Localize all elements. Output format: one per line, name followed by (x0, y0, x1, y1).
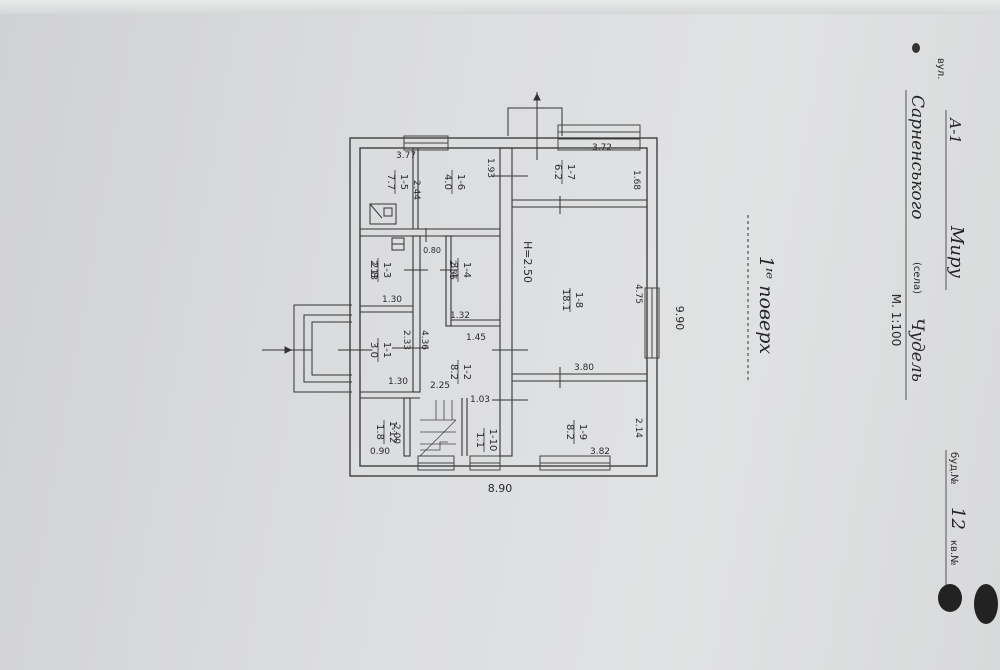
room-number: 1-1 (381, 342, 392, 358)
room-dimension: 0.90 (370, 447, 390, 457)
room-dimension: 4.36 (419, 330, 429, 350)
room-number: 1-8 (573, 292, 584, 308)
room-area: 4.0 (442, 174, 453, 190)
room-dimension: 4.75 (633, 284, 643, 304)
house-number: 12 (947, 507, 968, 530)
room-area: 8.2 (564, 424, 575, 440)
room-number: 1-6 (455, 174, 466, 190)
village-type: (села) (911, 262, 922, 294)
letter-mark: А-1 (946, 117, 964, 144)
room-area: 8.2 (448, 364, 459, 380)
room-dimension: 1.32 (450, 311, 470, 321)
apartment-label: кв.№ (948, 540, 959, 566)
scale-label: М. 1:100 (889, 294, 903, 347)
room-dimension: 2.13 (368, 260, 378, 280)
room-area: 6.2 (552, 164, 563, 180)
settlement-name: Чудель (907, 318, 927, 382)
room-number: 1-5 (398, 174, 409, 190)
village-name: Сарненського (907, 95, 927, 219)
room-number: 1-9 (577, 424, 588, 440)
interior-walls (360, 147, 647, 457)
room-area: 3.4 (448, 262, 459, 278)
street-prefix-label: вул. (935, 58, 946, 79)
room-number: 1-2 (461, 364, 472, 380)
room-number: 1-12 (387, 421, 398, 444)
stove-symbol (369, 203, 397, 225)
ink-blot (938, 584, 962, 612)
street-name: Миру (946, 225, 967, 279)
room-number: 1-3 (381, 262, 392, 278)
door-marks (338, 175, 561, 401)
house-number-label: буд.№ (948, 452, 959, 485)
room-number: 1-4 (461, 262, 472, 278)
overall-width-dim: 8.90 (488, 482, 513, 495)
room-dimension: 2.25 (430, 381, 450, 391)
stamp-block: вул. А-1 Миру Сарненського (села) Чудель… (905, 43, 998, 624)
room-dimension: 0.80 (423, 246, 441, 255)
windows (403, 124, 660, 471)
room-area: 3.0 (368, 342, 379, 358)
room-area: 2.8 (368, 262, 379, 278)
ink-blot (974, 584, 998, 624)
room-dimension: 1.03 (470, 395, 490, 405)
room-area: 1.1 (474, 432, 485, 448)
room-dimension: 1.68 (631, 170, 641, 190)
room-number: 1-10 (487, 429, 498, 452)
room-dimension: 2.33 (401, 330, 411, 350)
room-dimension: 1.30 (388, 377, 408, 387)
room-dimension: 2.14 (633, 418, 643, 438)
floor-title: 1ᶦᵉ поверх (755, 256, 777, 354)
room-area: 18.1 (560, 289, 571, 311)
room-dimension: 3.82 (590, 447, 610, 457)
staircase (419, 400, 457, 457)
room-area: 7.7 (385, 174, 396, 190)
room-area: 1.8 (374, 424, 385, 440)
room-dimension: 2.55 (447, 260, 457, 280)
overall-depth-dim: 9.90 (673, 306, 686, 331)
room-dimension: 1.30 (382, 295, 402, 305)
room-dimension: 1.93 (485, 158, 495, 178)
room-dimension: 3.80 (574, 363, 594, 373)
ceiling-height-mark: H=2.50 (521, 241, 534, 283)
room-dimension: 3.72 (592, 143, 612, 153)
room-dimension: 2.44 (411, 180, 421, 200)
top-porch (507, 92, 563, 160)
room-dimension: 2.00 (391, 424, 401, 444)
wardrobe-symbol (391, 237, 405, 251)
room-dimension: 1.45 (466, 333, 486, 343)
room-dimension: 3.77 (396, 151, 416, 161)
side-porch (262, 304, 352, 393)
room-number: 1-7 (565, 164, 576, 180)
